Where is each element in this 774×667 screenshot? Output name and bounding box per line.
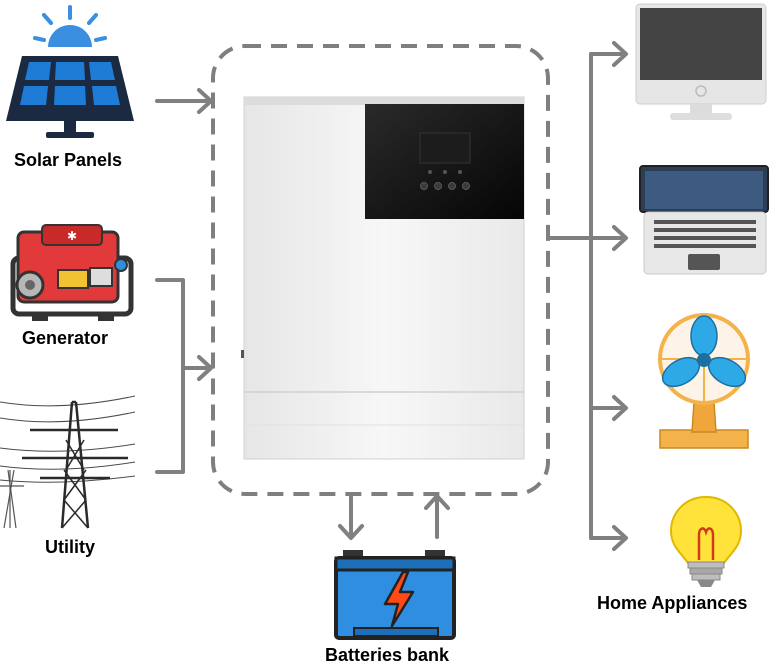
- power-tower-icon: [0, 395, 136, 529]
- inverter-button-4: [462, 182, 470, 190]
- batteries-bank-label: Batteries bank: [325, 645, 450, 665]
- utility-label: Utility: [45, 537, 96, 557]
- inverter-button-3: [448, 182, 456, 190]
- inverter-lcd: [419, 132, 471, 164]
- svg-text:✱: ✱: [67, 229, 77, 243]
- desktop-monitor-icon: [635, 3, 767, 120]
- laptop-icon: [639, 165, 769, 275]
- inverter-button-2: [434, 182, 442, 190]
- home-appliances-label: Home Appliances: [597, 593, 748, 613]
- battery-icon: [334, 550, 456, 640]
- light-bulb-icon: [669, 495, 743, 587]
- generator-icon: ✱: [10, 224, 134, 321]
- generator-label: Generator: [22, 328, 109, 348]
- battery-arrows: [338, 494, 450, 540]
- system-boundary: [211, 44, 550, 496]
- hybrid-inverter: [241, 96, 525, 460]
- input-arrows: [155, 88, 213, 474]
- solar-panels-label: Solar Panels: [14, 150, 123, 170]
- solar-panel-icon: [6, 5, 134, 138]
- inverter-button-1: [420, 182, 428, 190]
- lightning-bolt-icon: [383, 570, 415, 628]
- output-arrows: [549, 41, 628, 551]
- fan-icon: [658, 313, 750, 449]
